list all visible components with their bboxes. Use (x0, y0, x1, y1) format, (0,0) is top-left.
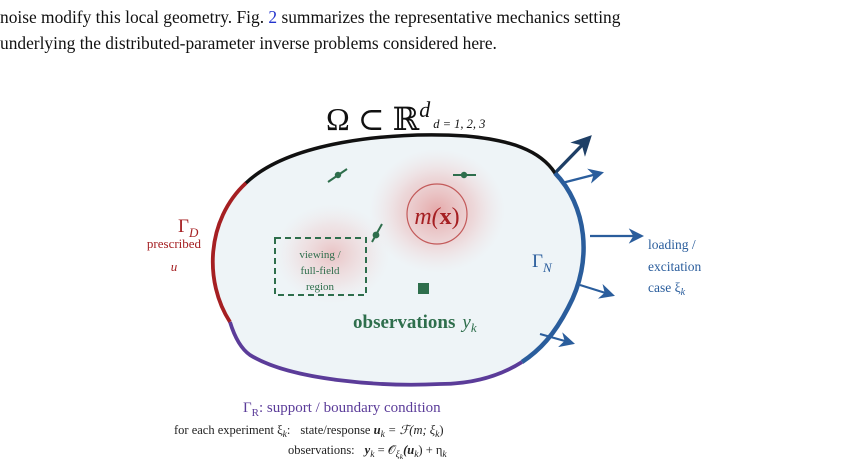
intro-paragraph: noise modify this local geometry. Fig. 2… (0, 4, 863, 56)
viewing-text-line3: region (306, 281, 335, 293)
sensor-1 (327, 168, 348, 183)
neumann-gamma-label: ΓN (532, 251, 553, 275)
boundary-top (244, 133, 557, 185)
viewing-text-line1: viewing / (299, 249, 341, 261)
intro-line-1: noise modify this local geometry. Fig. 2… (0, 7, 621, 27)
load-arrow-1 (561, 168, 604, 185)
equation-state: for each experiment ξk:state/response uk… (174, 423, 444, 440)
dirichlet-gamma-label: ΓD (178, 216, 199, 240)
load-arrow-3 (579, 283, 615, 299)
parameter-field-blob-secondary (274, 204, 390, 304)
load-arrow-big (554, 135, 592, 174)
boundary-support (228, 321, 524, 387)
omega-title: Ω ⊂ ℝdd = 1, 2, 3 (326, 97, 485, 137)
viewing-text-line2: full-field (300, 265, 340, 277)
boundary-dirichlet (210, 181, 248, 324)
parameter-label: m(x) (414, 204, 459, 230)
sensor-point-square (418, 283, 429, 294)
dirichlet-u-text: u (171, 259, 178, 274)
figure-ref-link[interactable]: 2 (268, 7, 278, 27)
load-arrow-4 (539, 332, 575, 348)
parameter-marker-circle (406, 183, 468, 245)
dirichlet-prescribed-text: prescribed (147, 236, 202, 251)
parameter-field-blob-main (369, 149, 505, 273)
support-label: ΓR: support / boundary condition (243, 400, 441, 419)
equation-observations: observations:yk = 𝒪ξk(uk) + ηk (288, 443, 447, 461)
loading-text-line3: case ξk (648, 280, 686, 298)
loading-text-line1: loading / (648, 237, 696, 252)
sensor-3 (371, 223, 383, 243)
viewing-region-box (274, 237, 367, 296)
intro-line-2: underlying the distributed-parameter inv… (0, 33, 497, 53)
sensor-2 (453, 171, 476, 179)
loading-text-line2: excitation (648, 259, 701, 274)
boundary-neumann (520, 171, 586, 364)
